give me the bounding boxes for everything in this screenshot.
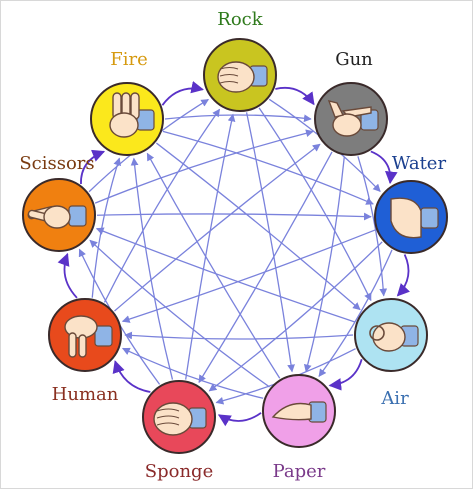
arrow-water-beats-human	[121, 229, 376, 323]
squeeze-hand-icon	[153, 402, 207, 436]
arrow-water-beats-air	[396, 254, 411, 297]
node-scissors: Scissors	[19, 153, 96, 252]
node-paper: Paper	[262, 374, 336, 482]
arrow-fire-beats-air	[156, 142, 361, 311]
node-water: Water	[374, 153, 448, 254]
scissors-label: Scissors	[19, 153, 94, 174]
arrow-scissors-beats-fire	[80, 149, 106, 185]
node-fire: Fire	[90, 49, 164, 156]
arrow-sponge-beats-rock	[185, 113, 236, 380]
arrow-fire-beats-rock	[161, 81, 204, 106]
arrow-rock-beats-gun	[275, 86, 315, 106]
arrow-paper-beats-human	[121, 347, 264, 399]
fire-label: Fire	[110, 49, 148, 70]
arrow-sponge-beats-human	[112, 360, 151, 393]
arrow-fire-beats-gun	[164, 114, 312, 123]
node-gun: Gun	[314, 49, 388, 156]
node-rock: Rock	[203, 9, 277, 112]
arrow-gun-beats-air	[357, 156, 388, 297]
node-sponge: Sponge	[142, 380, 216, 482]
arrow-air-beats-paper	[328, 358, 363, 391]
arrow-paper-beats-sponge	[217, 412, 262, 427]
arrow-human-beats-gun	[114, 143, 321, 312]
arrow-paper-beats-fire	[146, 152, 281, 379]
pointing-hand-icon	[327, 99, 379, 137]
sponge-label: Sponge	[145, 461, 213, 482]
air-label: Air	[380, 388, 409, 409]
arrow-human-beats-fire	[91, 157, 121, 298]
arrow-paper-beats-scissors	[89, 239, 270, 388]
arrow-scissors-beats-water	[96, 212, 372, 221]
arrow-human-beats-rock	[103, 108, 221, 303]
rock-label: Rock	[217, 9, 263, 30]
arrow-fire-beats-water	[162, 130, 374, 205]
flame-fingers-icon	[109, 92, 155, 138]
arrow-rock-beats-air	[258, 107, 372, 302]
arrow-sponge-beats-fire	[130, 157, 174, 380]
arrow-gun-beats-paper	[303, 156, 345, 373]
arrow-scissors-beats-gun	[94, 129, 314, 204]
arrow-rock-beats-paper	[245, 112, 295, 373]
gun-label: Gun	[335, 49, 373, 70]
water-label: Water	[392, 153, 447, 174]
ok-hand-icon	[369, 322, 419, 352]
human-label: Human	[52, 384, 119, 405]
arrow-air-beats-human	[124, 331, 354, 340]
fist-hand-icon	[217, 61, 268, 93]
flat-hand-icon	[271, 401, 327, 423]
arrow-human-beats-scissors	[57, 252, 78, 299]
node-human: Human	[48, 298, 122, 405]
node-air: Air	[354, 298, 428, 409]
arrow-water-beats-sponge	[208, 241, 383, 392]
arrow-gun-beats-sponge	[198, 151, 333, 384]
paper-label: Paper	[273, 461, 326, 482]
arrow-air-beats-scissors	[95, 227, 356, 323]
arrow-gun-beats-water	[370, 150, 398, 185]
walking-fingers-icon	[64, 315, 113, 358]
arrow-water-beats-paper	[318, 249, 393, 377]
scissors-hand-icon	[27, 205, 87, 229]
cupped-hand-icon	[390, 197, 439, 239]
